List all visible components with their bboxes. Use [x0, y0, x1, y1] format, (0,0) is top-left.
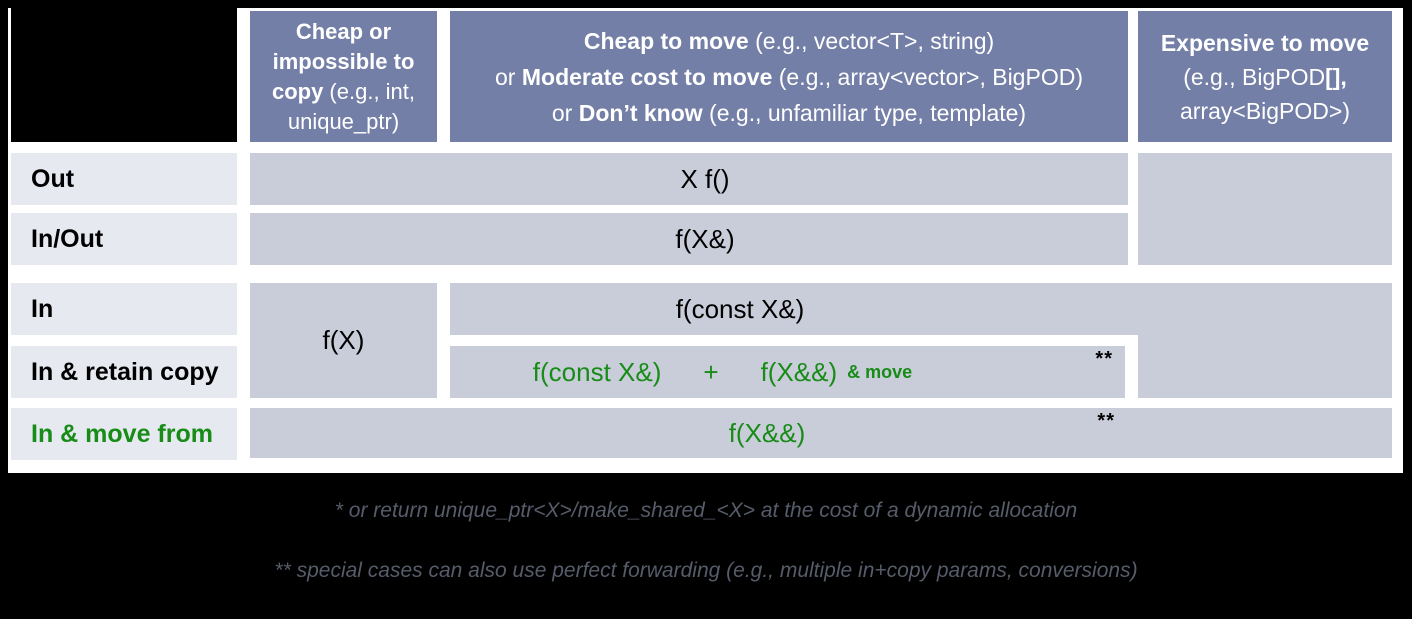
header-line-2: or Moderate cost to move (e.g., array<ve…: [495, 63, 1083, 90]
footnote-dynamic-allocation: * or return unique_ptr<X>/make_shared_<X…: [334, 499, 1078, 522]
header-cheap-to-move: Cheap to move (e.g., vector<T>, string) …: [450, 11, 1128, 142]
cell-inout-reference: f(X&): [250, 213, 1128, 265]
cell-move-from-rvalue-ref: f(X&&) **: [250, 408, 1392, 458]
double-asterisk-marker: **: [1097, 410, 1115, 432]
header-text: Cheap or impossible to copy (e.g., int, …: [271, 18, 416, 134]
frame-left: [0, 0, 8, 473]
row-label-in-out: In/Out: [11, 213, 237, 265]
header-line-3: array<BigPOD>): [1179, 97, 1350, 124]
cell-expensive-out-inout: [1138, 153, 1392, 265]
header-expensive-to-move: Expensive to move (e.g., BigPOD[], array…: [1138, 11, 1392, 142]
cell-retain-copy-overloads: f(const X&) + f(X&&) & move **: [450, 346, 1125, 398]
corner-box: [11, 0, 237, 142]
plus-sign: +: [703, 356, 719, 387]
cell-in-const-ref-text: f(const X&): [675, 293, 805, 324]
frame-right: [1403, 0, 1412, 473]
move-param-text: f(X&&): [728, 417, 806, 448]
footnote-perfect-forwarding: ** special cases can also use perfect fo…: [274, 559, 1138, 582]
double-asterisk-marker: **: [1095, 348, 1113, 370]
header-line-3: or Don’t know (e.g., unfamiliar type, te…: [551, 99, 1027, 126]
header-cheap-or-impossible-to-copy: Cheap or impossible to copy (e.g., int, …: [250, 11, 437, 142]
retain-move-suffix: & move: [847, 361, 913, 382]
cell-in-const-ref: f(const X&): [450, 283, 1392, 335]
cell-in-pass-by-value: f(X): [250, 283, 437, 398]
header-line-2: (e.g., BigPOD[],: [1183, 63, 1347, 90]
cell-out-return-by-value: X f(): [250, 153, 1128, 205]
row-label-in-move-from: In & move from: [11, 408, 237, 460]
cell-expensive-in-retain-extension: [1138, 335, 1392, 398]
header-line-1: Cheap to move (e.g., vector<T>, string): [583, 27, 995, 54]
header-line-1: Expensive to move: [1160, 29, 1370, 56]
frame-top: [0, 0, 1412, 8]
row-label-in-retain-copy: In & retain copy: [11, 346, 237, 398]
retain-rvalue-ref: f(X&&): [760, 356, 838, 387]
retain-const-ref: f(const X&): [532, 356, 662, 387]
row-label-in: In: [11, 283, 237, 335]
slide-footer: * or return unique_ptr<X>/make_shared_<X…: [0, 473, 1412, 619]
row-label-out: Out: [11, 153, 237, 205]
